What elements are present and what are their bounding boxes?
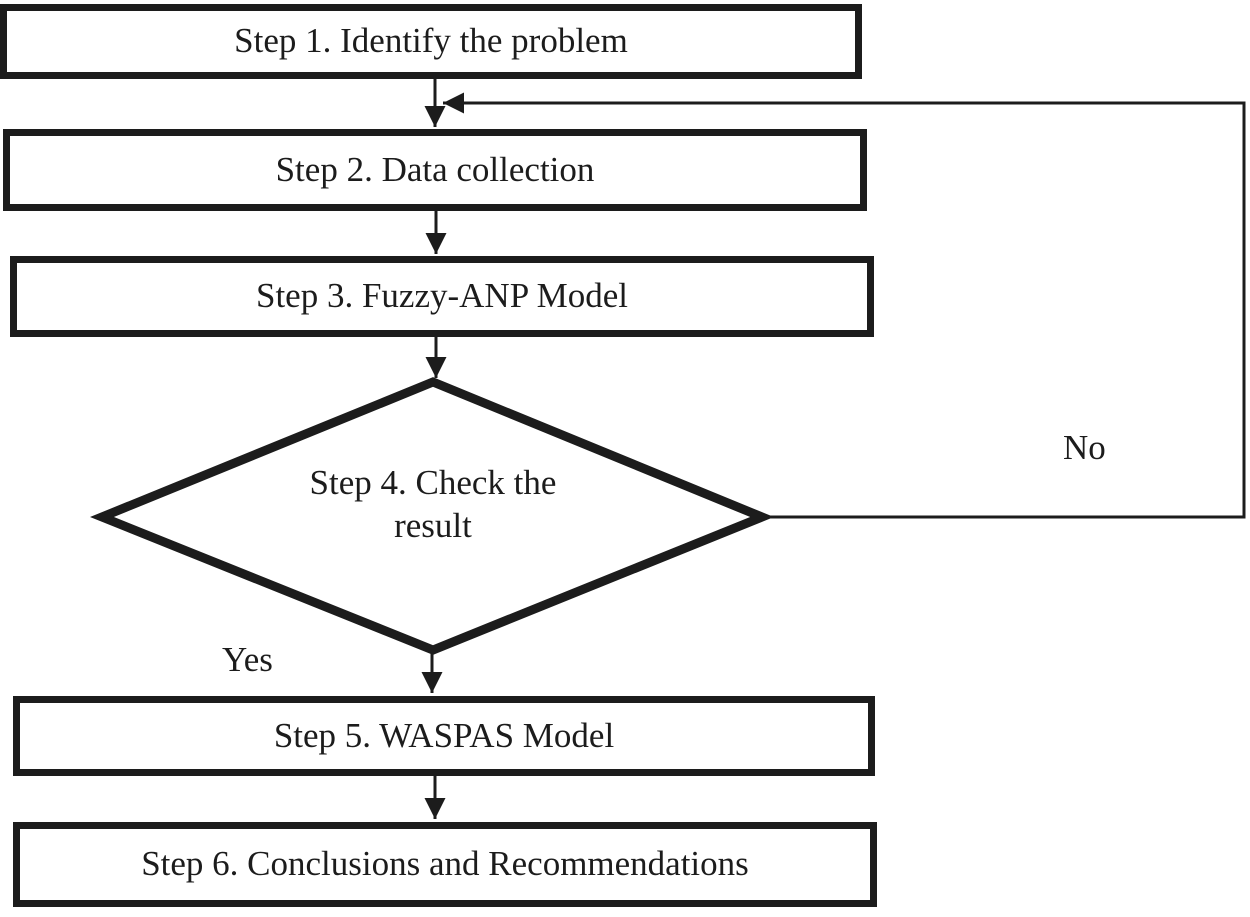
node-step1-label: Step 1. Identify the problem (234, 21, 628, 61)
node-step2: Step 2. Data collection (3, 129, 867, 211)
node-step2-label: Step 2. Data collection (275, 149, 595, 189)
node-step5-label: Step 5. WASPAS Model (273, 715, 615, 755)
node-step5: Step 5. WASPAS Model (13, 696, 875, 776)
node-step4-diamond (90, 377, 774, 655)
node-step3-label: Step 3. Fuzzy-ANP Model (255, 276, 628, 316)
edge-label-yes: Yes (222, 640, 273, 679)
edge-label-no: No (1063, 428, 1106, 467)
node-step6: Step 6. Conclusions and Recommendations (13, 822, 877, 907)
node-step4-label-line1: Step 4. Check the (309, 463, 557, 502)
node-step4-label: Step 4. Check the result (233, 462, 633, 547)
node-step3: Step 3. Fuzzy-ANP Model (10, 256, 874, 337)
node-step1: Step 1. Identify the problem (0, 4, 862, 79)
node-step6-label: Step 6. Conclusions and Recommendations (141, 844, 749, 884)
edge-step4-no-connector (443, 92, 1246, 519)
node-step4-label-line2: result (394, 505, 472, 545)
